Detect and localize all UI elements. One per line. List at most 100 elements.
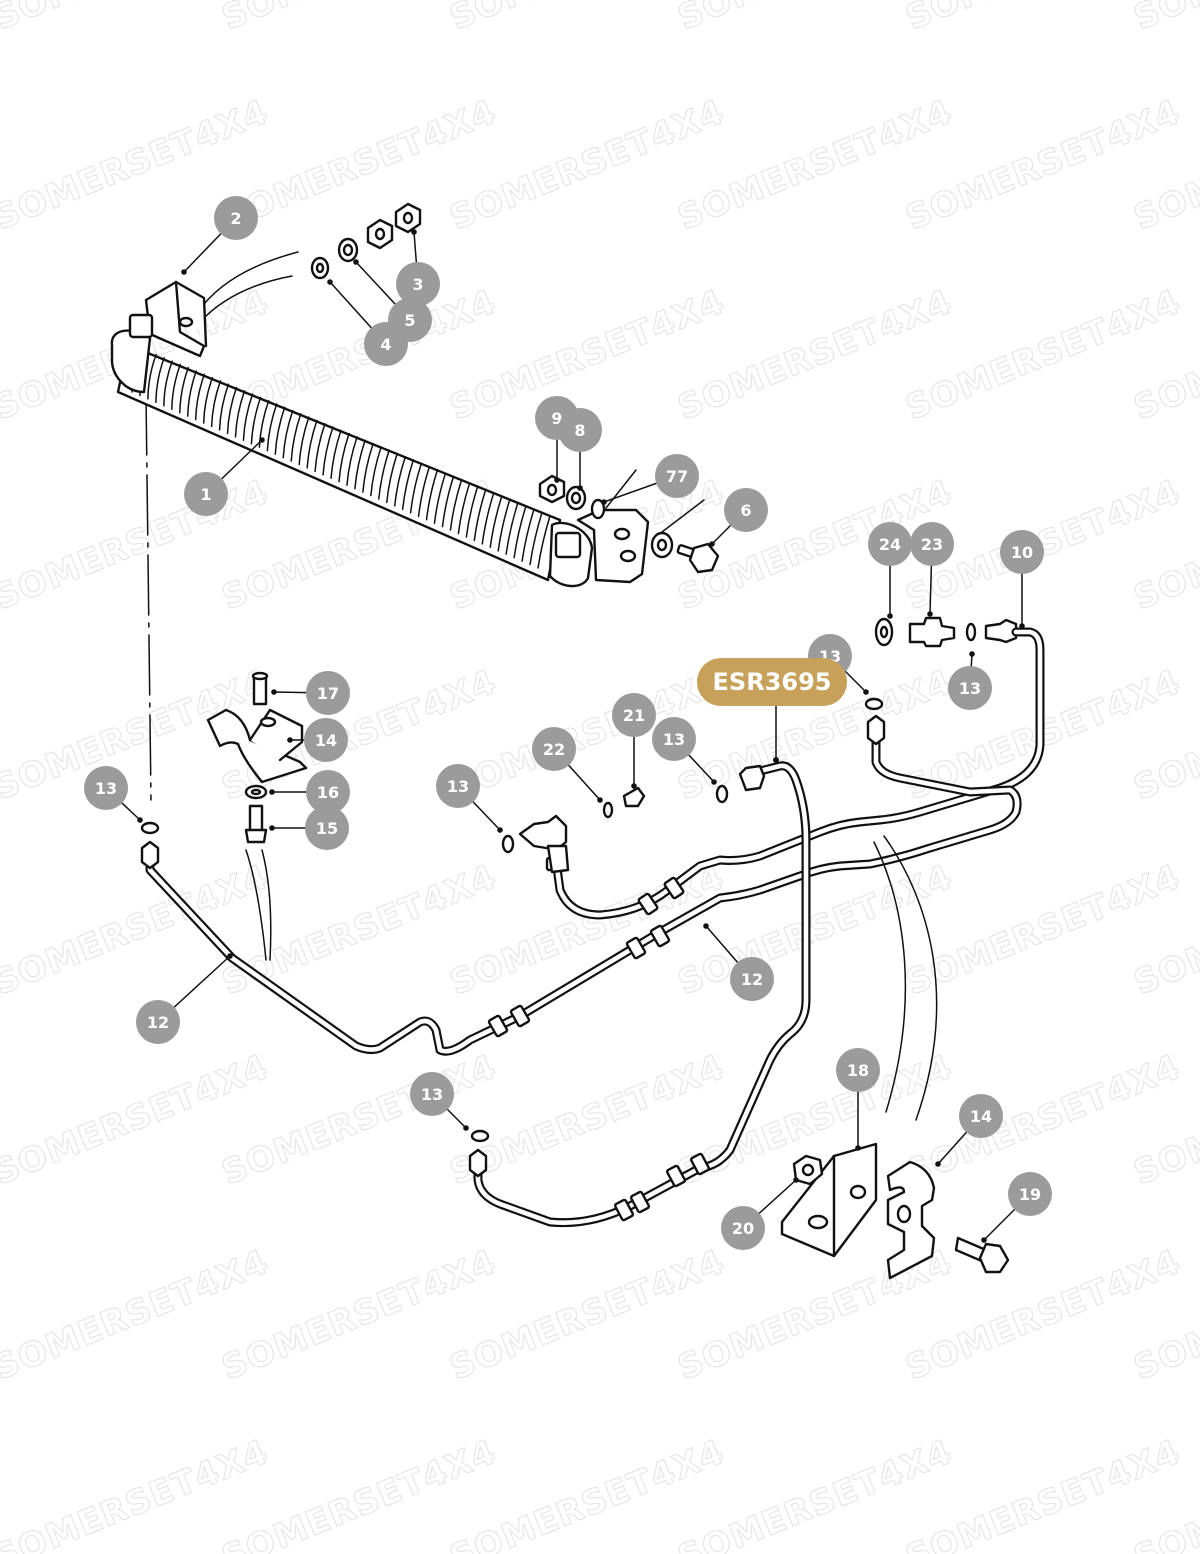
callout-21[interactable]: 21 [612, 693, 656, 737]
tube-rib [378, 449, 390, 500]
leader-dot [269, 825, 275, 831]
tube-rib [210, 380, 222, 428]
leader-dot [863, 689, 869, 695]
callout-6[interactable]: 6 [724, 488, 768, 532]
callout-22[interactable]: 22 [532, 727, 576, 771]
callout-bubble[interactable] [364, 322, 408, 366]
callout-bubble[interactable] [910, 522, 954, 566]
callout-bubble[interactable] [1008, 1172, 1052, 1216]
callout-12[interactable]: 12 [136, 1000, 180, 1044]
tube-rib [282, 409, 294, 459]
callout-24[interactable]: 24 [868, 522, 912, 566]
callout-bubble[interactable] [410, 1072, 454, 1116]
callout-bubble[interactable] [868, 522, 912, 566]
hose-ferrule [509, 1004, 531, 1028]
callout-18[interactable]: 18 [836, 1048, 880, 1092]
callout-label: 4 [380, 335, 391, 354]
callout-bubble[interactable] [184, 472, 228, 516]
tube-rib [370, 446, 382, 497]
callout-20[interactable]: 20 [721, 1206, 765, 1250]
callout-bubble[interactable] [836, 1048, 880, 1092]
callout-2[interactable]: 2 [214, 196, 258, 240]
tube-rib [322, 426, 334, 476]
callout-15[interactable]: 15 [305, 806, 349, 850]
callout-label: 13 [421, 1085, 443, 1104]
tube-rib [409, 462, 423, 514]
tube-rib [521, 508, 535, 562]
callout-bubble[interactable] [84, 766, 128, 810]
tube-rib [489, 495, 503, 549]
clamp-parts [206, 671, 308, 961]
callout-bubble[interactable] [305, 806, 349, 850]
hose-ferrule [625, 936, 647, 960]
part-number-badge[interactable] [697, 658, 847, 706]
callout-label: 18 [847, 1061, 869, 1080]
callout-label: 77 [666, 467, 688, 486]
callout-bubble[interactable] [396, 262, 440, 306]
callout-bubble[interactable] [721, 1206, 765, 1250]
tube-rib [266, 403, 278, 452]
callout-bubble[interactable] [136, 1000, 180, 1044]
callout-12[interactable]: 12 [730, 957, 774, 1001]
callout-4[interactable]: 4 [364, 322, 408, 366]
tube-rib [186, 370, 198, 417]
callout-10[interactable]: 10 [1000, 530, 1044, 574]
callout-13[interactable]: 13 [410, 1072, 454, 1116]
callout-bubble[interactable] [730, 957, 774, 1001]
callout-bubble[interactable] [304, 718, 348, 762]
tube-rib [481, 492, 495, 545]
tube-rib [274, 406, 286, 455]
callout-bubble[interactable] [558, 408, 602, 452]
tube-rib [449, 479, 463, 531]
callout-13[interactable]: 13 [652, 717, 696, 761]
tube-rib [226, 386, 238, 435]
callout-bubble[interactable] [436, 764, 480, 808]
callout-label: 23 [921, 535, 943, 554]
tube-rib [171, 363, 181, 411]
callout-bubble[interactable] [1000, 530, 1044, 574]
leader-dot [227, 953, 233, 959]
tube-rib [457, 482, 471, 535]
callout-13[interactable]: 13 [948, 666, 992, 710]
tube-rib [362, 442, 374, 493]
tube-rib [497, 498, 511, 552]
callout-bubble[interactable] [306, 770, 350, 814]
callout-bubble[interactable] [612, 693, 656, 737]
callout-bubble[interactable] [724, 488, 768, 532]
leader-dot [709, 541, 715, 547]
callout-13[interactable]: 13 [436, 764, 480, 808]
callout-label: 13 [95, 779, 117, 798]
callout-bubble[interactable] [214, 196, 258, 240]
highlighted-part[interactable]: ESR3695 [697, 658, 847, 763]
callout-77[interactable]: 77 [655, 454, 699, 498]
callout-bubble[interactable] [948, 666, 992, 710]
callout-14[interactable]: 14 [959, 1094, 1003, 1138]
callout-16[interactable]: 16 [306, 770, 350, 814]
leader-dot [969, 651, 975, 657]
callout-13[interactable]: 13 [84, 766, 128, 810]
callout-bubble[interactable] [306, 671, 350, 715]
callout-8[interactable]: 8 [558, 408, 602, 452]
callout-14[interactable]: 14 [304, 718, 348, 762]
callout-23[interactable]: 23 [910, 522, 954, 566]
callout-bubble[interactable] [959, 1094, 1003, 1138]
tube-rib [385, 452, 399, 504]
callout-label: 13 [663, 730, 685, 749]
leader-dot [711, 779, 717, 785]
upper-right-fittings [874, 616, 1018, 648]
callout-label: 12 [147, 1013, 169, 1032]
leader-dot [497, 827, 503, 833]
callout-3[interactable]: 3 [396, 262, 440, 306]
tube-rib [346, 436, 358, 486]
leader-dot [577, 485, 583, 491]
callout-bubble[interactable] [655, 454, 699, 498]
callout-bubble[interactable] [652, 717, 696, 761]
callout-label: 24 [879, 535, 901, 554]
callout-17[interactable]: 17 [306, 671, 350, 715]
callout-bubble[interactable] [532, 727, 576, 771]
callout-19[interactable]: 19 [1008, 1172, 1052, 1216]
tube-rib [258, 399, 270, 448]
tube-rib [393, 455, 407, 507]
callout-1[interactable]: 1 [184, 472, 228, 516]
